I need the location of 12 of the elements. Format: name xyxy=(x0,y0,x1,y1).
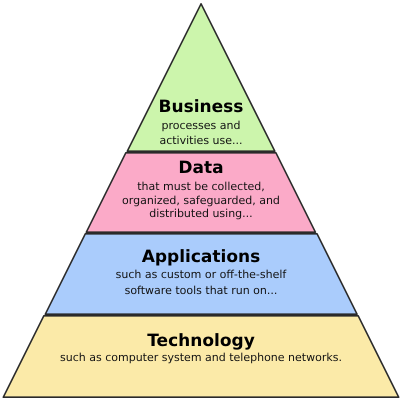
tier-description: such as computer system and telephone networks. xyxy=(59,351,343,365)
pyramid-tier xyxy=(2,315,400,398)
tier-heading: Business xyxy=(158,97,244,117)
pyramid-tier xyxy=(85,152,317,233)
tier-heading: Applications xyxy=(142,247,260,267)
tier-heading: Technology xyxy=(147,331,255,351)
tier-description: processes and activities use... xyxy=(158,118,244,148)
pyramid-tier xyxy=(126,3,276,152)
tier-description: such as custom or off-the-shelf software tools that run on... xyxy=(114,267,288,298)
pyramid-tier xyxy=(44,233,358,315)
tier-heading: Data xyxy=(178,158,224,178)
tier-description: that must be collected, organized, safeguarded, and distributed using... xyxy=(121,180,281,220)
